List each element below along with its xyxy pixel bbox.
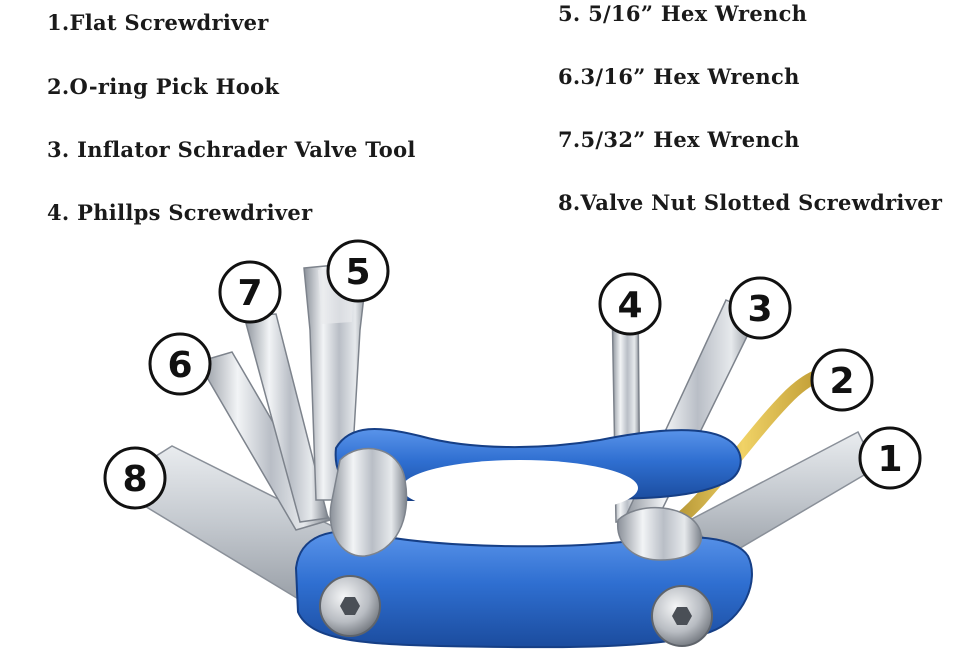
- callout-8: 8: [103, 446, 167, 510]
- legend-item-flat-screwdriver: 1.Flat Screwdriver: [47, 10, 269, 35]
- callout-1: 1: [858, 426, 922, 490]
- callout-4: 4: [598, 272, 662, 336]
- bolt-right: [651, 585, 713, 647]
- pivot-right: [617, 507, 702, 561]
- legend-item-hex-3-16: 6.3/16” Hex Wrench: [558, 64, 800, 89]
- svg-text:5: 5: [345, 252, 370, 293]
- legend-item-oring-pick-hook: 2.O-ring Pick Hook: [47, 74, 280, 99]
- svg-text:8: 8: [122, 459, 147, 500]
- svg-text:4: 4: [617, 285, 642, 326]
- svg-text:6: 6: [167, 345, 192, 386]
- callout-2: 2: [810, 348, 874, 412]
- legend-item-hex-5-32: 7.5/32” Hex Wrench: [558, 127, 800, 152]
- svg-text:2: 2: [829, 361, 854, 402]
- legend-item-inflator-valve-tool: 3. Inflator Schrader Valve Tool: [47, 137, 416, 162]
- callout-6: 6: [148, 332, 212, 396]
- legend-item-phillips-screwdriver: 4. Phillps Screwdriver: [47, 200, 313, 225]
- legend-item-hex-5-16: 5. 5/16” Hex Wrench: [558, 1, 808, 26]
- svg-text:7: 7: [237, 273, 262, 314]
- svg-text:1: 1: [877, 439, 902, 480]
- bolt-left: [319, 575, 381, 637]
- legend-item-valve-nut-screwdriver: 8.Valve Nut Slotted Screwdriver: [558, 190, 943, 215]
- callout-5: 5: [326, 239, 390, 303]
- pivot-left: [329, 447, 408, 557]
- svg-text:3: 3: [747, 289, 772, 330]
- callout-7: 7: [218, 260, 282, 324]
- callout-3: 3: [728, 276, 792, 340]
